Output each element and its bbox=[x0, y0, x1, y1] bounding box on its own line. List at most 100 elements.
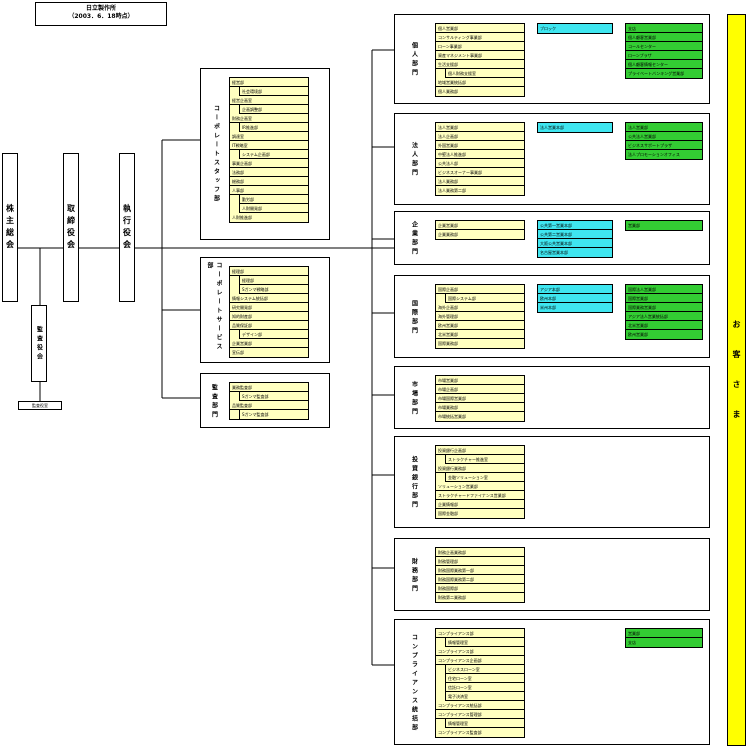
division-dept-item: 法人業務部 bbox=[436, 177, 524, 186]
division-dept-list: 法人営業部法人企画部外国営業部中堅法人推進部公共法人部ビジネスオーナー事業部法人… bbox=[435, 122, 525, 196]
header-title-box: 日立製作所 （2003．6．18時点） bbox=[35, 2, 167, 26]
auditors-label: 監査役会 bbox=[35, 325, 43, 362]
division-hq-item: 法人営業本部 bbox=[540, 125, 564, 130]
division-branch-item: 営業部 bbox=[628, 223, 640, 228]
division-branch-list: 支店個人顧客営業部コールセンターローンプラザ個人顧客情報センタープライベートバン… bbox=[625, 23, 703, 79]
corporate-staff-list-item: 調達室 bbox=[230, 132, 308, 141]
division-dept-item: 個人業務部 bbox=[438, 89, 458, 94]
division-dept-item: 公共法人部 bbox=[436, 159, 524, 168]
division-branch-item: ビジネスサポートプラザ bbox=[626, 141, 702, 150]
shareholders-meeting-label: 株主総会 bbox=[5, 203, 15, 252]
division-branch-item: コールセンター bbox=[626, 42, 702, 51]
division-dept-item: 市場業務部 bbox=[436, 403, 524, 412]
division-dept-item: 国際システム部 bbox=[445, 294, 524, 303]
division-dept-item: 財務国際部 bbox=[436, 584, 524, 593]
audit-office-label: 監査役室 bbox=[32, 403, 48, 408]
division-dept-item: 財務第二業務部 bbox=[438, 595, 466, 600]
division-dept-item: 法人業務第二部 bbox=[438, 188, 466, 193]
corporate-staff-list-item: IT戦略室 bbox=[230, 141, 308, 150]
auditors-box: 監査役会 bbox=[31, 305, 47, 382]
division-hq-item: 名古屋営業本部 bbox=[540, 250, 568, 255]
division-dept-item: 外国営業部 bbox=[436, 141, 524, 150]
division-branch-item: ローンプラザ bbox=[626, 51, 702, 60]
division-hq-item: ブロック bbox=[540, 26, 556, 31]
division-dept-item: コンプライアンス部 bbox=[436, 647, 524, 656]
division-branch-item: 国際業務営業部 bbox=[626, 303, 702, 312]
division-panel: 企業部門企業営業部企業業務部公共第一営業本部公共第二営業本部大阪公共営業本部名古… bbox=[394, 211, 710, 265]
exec-committee-box: 執行役会 bbox=[119, 153, 135, 302]
division-branch-item: 国際法人営業部 bbox=[626, 285, 702, 294]
audit-division-list-item: 品質監査部 bbox=[230, 401, 308, 410]
division-dept-item: 住宅ローン室 bbox=[445, 674, 524, 683]
division-dept-item: 投資銀行業務部 bbox=[436, 464, 524, 473]
division-branch-item: 北米営業部 bbox=[626, 321, 702, 330]
board-label: 取締役会 bbox=[66, 203, 76, 252]
division-dept-item: 財務国際業務第二部 bbox=[436, 575, 524, 584]
division-branch-list: 法人営業部公共法人営業部ビジネスサポートプラザ法人プロモーションオフィス bbox=[625, 122, 703, 160]
division-dept-item: 市場企画部 bbox=[436, 385, 524, 394]
division-dept-item: 情報管理室 bbox=[445, 719, 524, 728]
corporate-staff-list-item: 人財開発部 bbox=[239, 204, 308, 213]
division-dept-list: 投資銀行企画部ストラクチャー推進室投資銀行業務部金融ソリューション室ソリューショ… bbox=[435, 445, 525, 519]
division-dept-item: 法人企画部 bbox=[436, 132, 524, 141]
division-dept-item: 企業営業部 bbox=[436, 221, 524, 230]
division-hq-item: 欧州本部 bbox=[538, 294, 612, 303]
division-branch-item: アジア法人営業統括部 bbox=[626, 312, 702, 321]
division-branch-list: 営業部 bbox=[625, 220, 703, 231]
division-dept-item: 財務管理部 bbox=[436, 557, 524, 566]
corporate-service-label: コーポレートサービス部 bbox=[206, 262, 222, 352]
header-title: 日立製作所 bbox=[85, 5, 116, 12]
corporate-service-list-item: 企業営業部 bbox=[230, 339, 308, 348]
division-dept-item: 個人財務支援室 bbox=[445, 69, 524, 78]
division-dept-item: 国際金融部 bbox=[438, 511, 458, 516]
corporate-staff-list-item: 経営企画室 bbox=[230, 96, 308, 105]
division-dept-item: 法人営業部 bbox=[436, 123, 524, 132]
shareholders-meeting-box: 株主総会 bbox=[2, 153, 18, 302]
division-hq-item: 公共第一営業本部 bbox=[538, 221, 612, 230]
division-dept-item: 個人営業部 bbox=[436, 24, 524, 33]
division-dept-item: 海外企画部 bbox=[436, 303, 524, 312]
corporate-staff-list-item: 社会環境部 bbox=[239, 87, 308, 96]
division-dept-item: 市場国際営業部 bbox=[436, 394, 524, 403]
division-dept-item: 信託ローン室 bbox=[445, 683, 524, 692]
corporate-staff-list-item: 人財推進部 bbox=[232, 215, 252, 220]
division-dept-item: 資産マネジメント事業部 bbox=[436, 51, 524, 60]
division-label: 投資銀行部門 bbox=[410, 456, 418, 510]
division-dept-item: コンプライアンス企画部 bbox=[436, 656, 524, 665]
division-dept-list: 個人営業部コンサルティング事業部ローン事業部資産マネジメント事業部生活支援部個人… bbox=[435, 23, 525, 97]
audit-division-list-item: Sガンマ監査部 bbox=[239, 410, 308, 419]
division-label: 市場部門 bbox=[410, 380, 418, 417]
division-dept-item: 財務国際業務第一部 bbox=[436, 566, 524, 575]
division-panel: 投資銀行部門 投資銀行企画部ストラクチャー推進室投資銀行業務部金融ソリューション室… bbox=[394, 436, 710, 528]
division-branch-item: 欧州営業部 bbox=[628, 332, 648, 337]
corporate-service-list-item: 情報システム統括部 bbox=[230, 294, 308, 303]
division-label: 財務部門 bbox=[410, 557, 418, 594]
corporate-staff-list-item: 人事部 bbox=[230, 186, 308, 195]
division-dept-item: 企業情報部 bbox=[436, 500, 524, 509]
division-dept-item: コンプライアンス監査部 bbox=[438, 730, 482, 735]
division-dept-item: コンプライアンス管理部 bbox=[436, 710, 524, 719]
division-label: コンプライアンス統括部 bbox=[410, 633, 418, 733]
division-hq-list: ブロック bbox=[537, 23, 613, 34]
division-dept-item: 生活支援部 bbox=[436, 60, 524, 69]
division-branch-item: 個人顧客営業部 bbox=[626, 33, 702, 42]
corporate-staff-list-item: システム企画部 bbox=[239, 150, 308, 159]
division-branch-item: プライベートバンキング営業部 bbox=[628, 71, 685, 76]
division-dept-item: 海外管理部 bbox=[436, 312, 524, 321]
division-branch-item: 支店 bbox=[626, 24, 702, 33]
division-dept-item: 金融ソリューション室 bbox=[445, 473, 524, 482]
division-dept-list: 企業営業部企業業務部 bbox=[435, 220, 525, 240]
division-branch-item: 支店 bbox=[628, 640, 636, 645]
division-label: 国際部門 bbox=[410, 299, 418, 336]
division-panel: 法人部門法人営業部法人企画部外国営業部中堅法人推進部公共法人部ビジネスオーナー事… bbox=[394, 113, 710, 205]
audit-division-list-item: Sガンマ監査部 bbox=[239, 392, 308, 401]
division-dept-list: コンプライアンス部情報管理室コンプライアンス部コンプライアンス企画部ビジネスロー… bbox=[435, 628, 525, 738]
division-label: 個人部門 bbox=[410, 42, 418, 78]
corporate-service-list-item: Sガンマ戦略部 bbox=[239, 285, 308, 294]
corporate-staff-list-item: 総務部 bbox=[230, 177, 308, 186]
corporate-service-list-item: デザイン部 bbox=[239, 330, 308, 339]
division-branch-item: 営業部 bbox=[626, 629, 702, 638]
division-branch-item: 個人顧客情報センター bbox=[626, 60, 702, 69]
